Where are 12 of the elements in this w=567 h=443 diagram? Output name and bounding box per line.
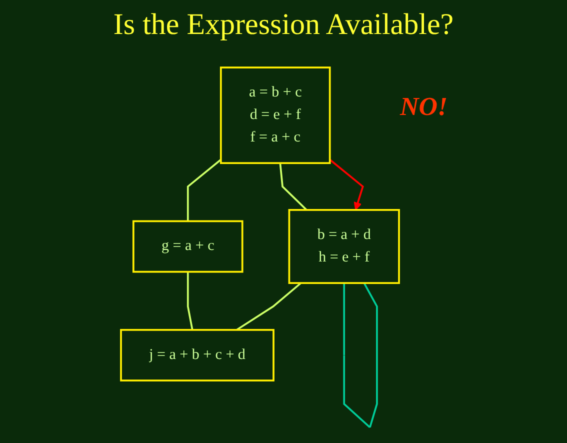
node-box: g = a + c [132,220,244,273]
node-box: a = b + c d = e + f f = a + c [220,66,331,164]
connector [279,162,308,211]
connector [343,282,378,428]
connector [236,282,302,331]
connector [186,272,194,330]
connector [186,158,222,222]
node-box: j = a + b + c + d [120,328,274,382]
arrow [329,158,364,210]
note-text: NO! [400,92,448,122]
slide-title: Is the Expression Available? [112,8,455,42]
node-box: b = a + d h = e + f [288,209,400,284]
